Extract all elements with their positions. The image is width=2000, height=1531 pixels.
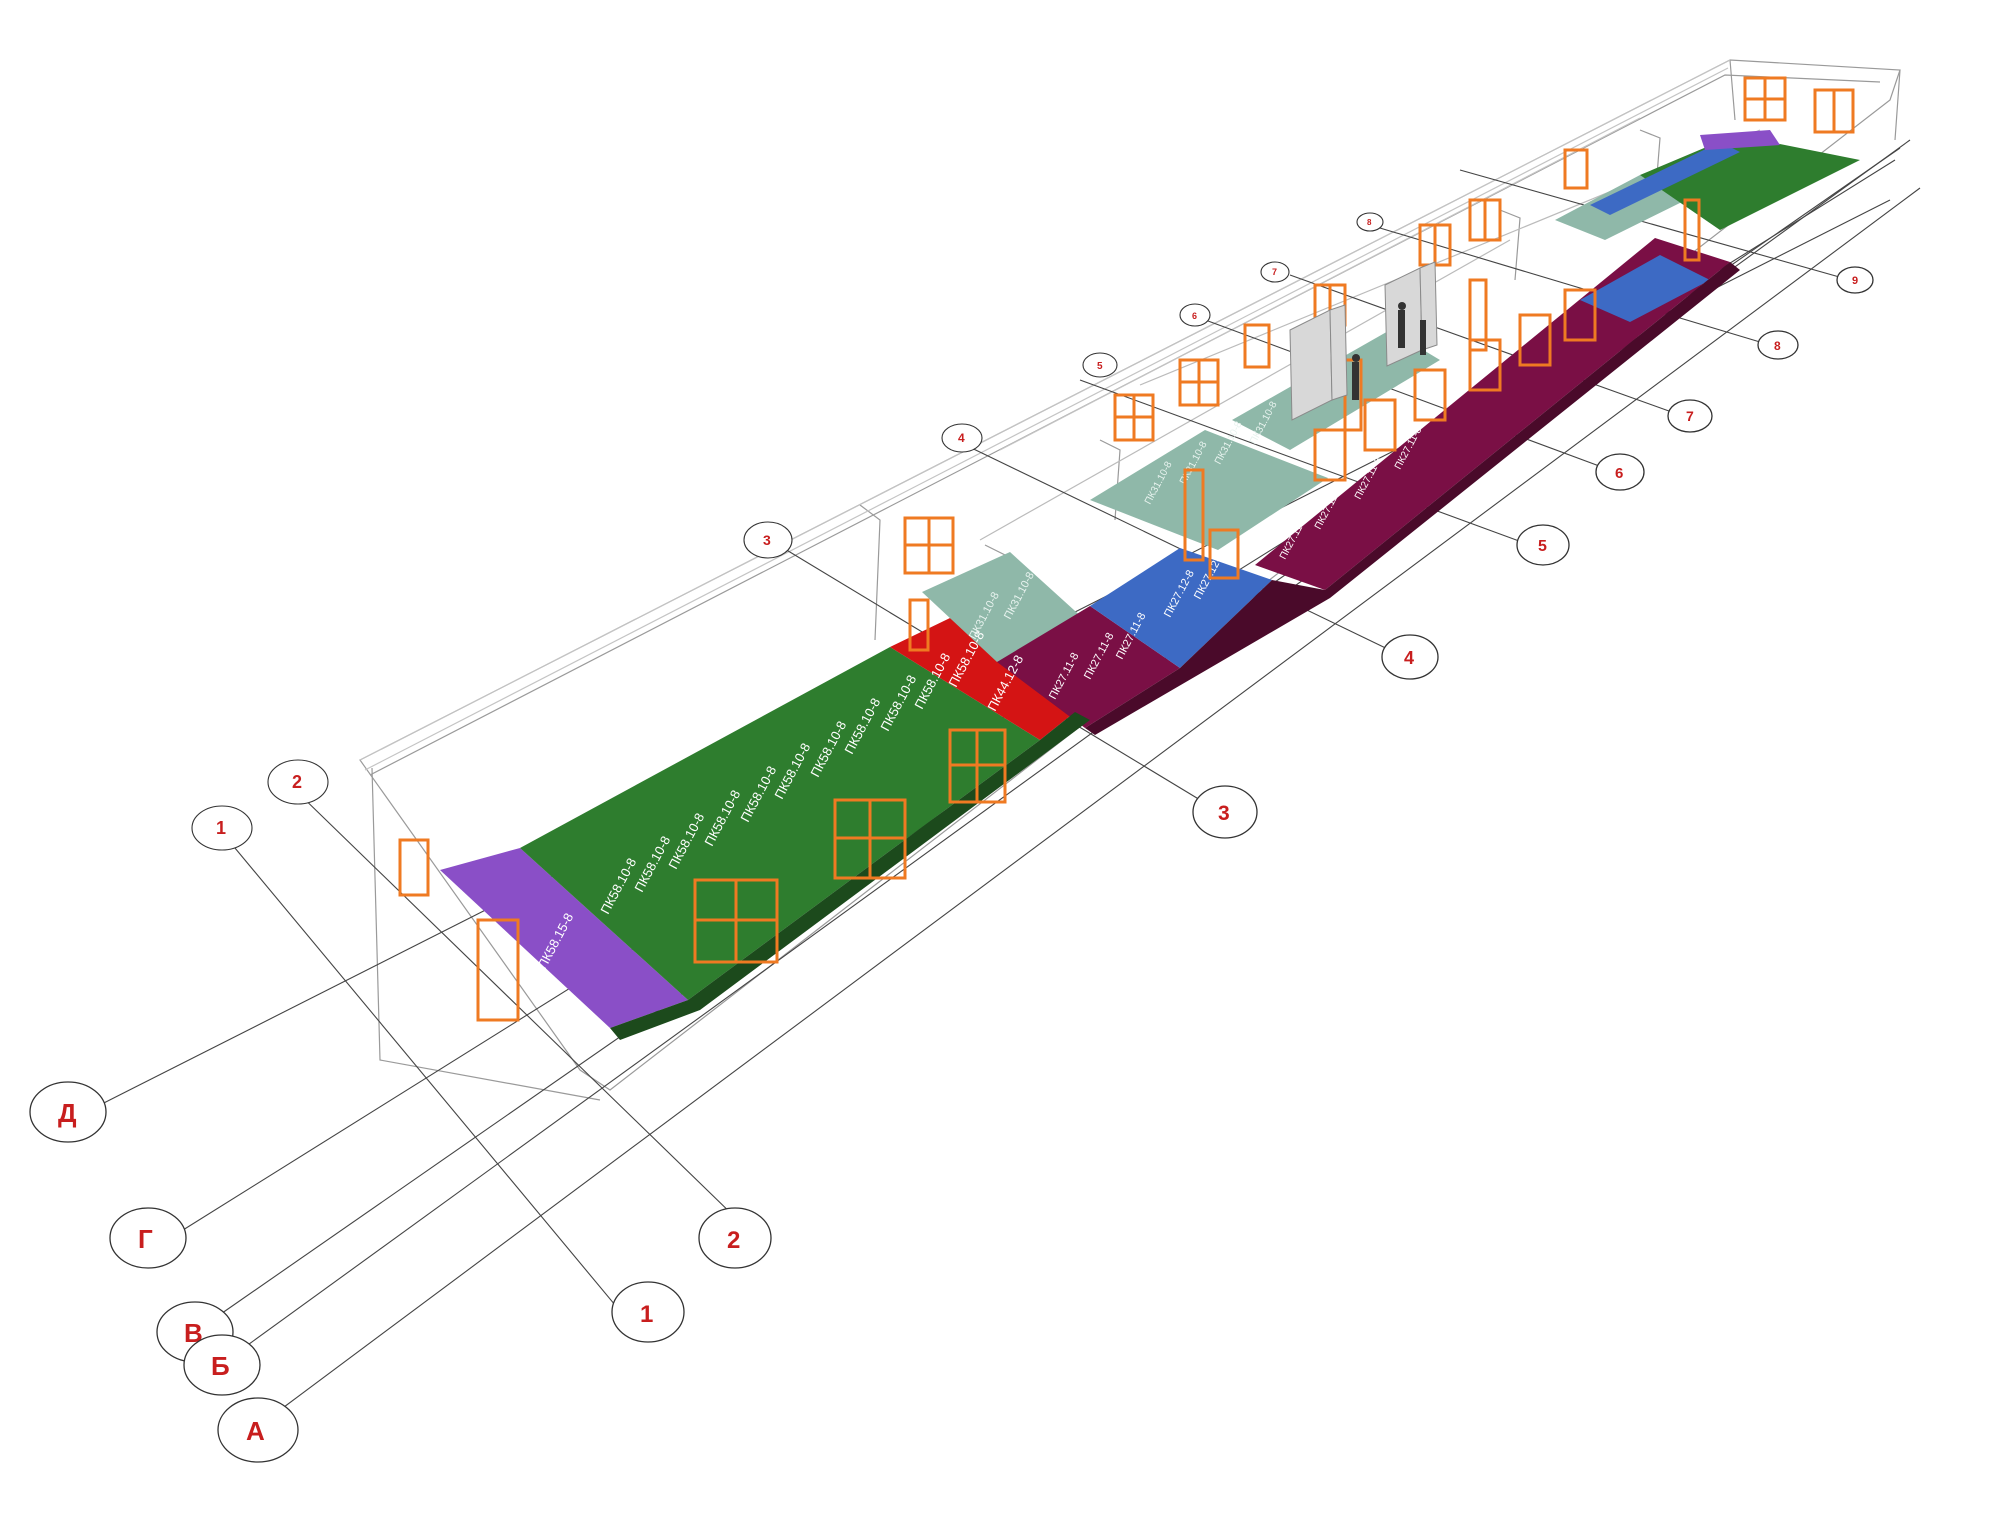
svg-text:8: 8 xyxy=(1367,218,1372,227)
svg-text:3: 3 xyxy=(1218,802,1230,825)
window-icon xyxy=(1208,528,1240,580)
slab-blue-strip xyxy=(1590,142,1740,215)
axis-bubble-5-back: 5 xyxy=(1082,352,1118,378)
window-icon xyxy=(476,918,520,1022)
svg-text:6: 6 xyxy=(1192,311,1197,321)
axis-number-bubbles-back: 1 2 3 4 5 6 7 8 xyxy=(191,212,1384,851)
svg-text:8: 8 xyxy=(1774,339,1781,353)
axis-bubble-9: 9 xyxy=(1836,266,1874,294)
window-icon xyxy=(1518,313,1552,367)
window-icon xyxy=(693,878,779,964)
axis-bubble-1-back: 1 xyxy=(191,805,253,851)
person-icon xyxy=(1420,320,1426,355)
axis-bubble-а: А xyxy=(217,1397,299,1463)
axis-bubble-г: Г xyxy=(109,1207,187,1269)
svg-text:В: В xyxy=(184,1318,203,1348)
svg-text:4: 4 xyxy=(1404,648,1414,668)
axis-bubble-4: 4 xyxy=(1381,634,1439,680)
window-icon xyxy=(948,728,1007,804)
svg-text:2: 2 xyxy=(292,772,302,792)
window-icon xyxy=(398,838,430,897)
svg-text:4: 4 xyxy=(958,431,965,445)
svg-text:Д: Д xyxy=(58,1098,77,1128)
slab-purple xyxy=(440,848,688,1028)
svg-text:3: 3 xyxy=(763,532,771,548)
window-icon xyxy=(1243,323,1271,369)
axis-bubble-5: 5 xyxy=(1516,524,1570,566)
svg-text:Б: Б xyxy=(211,1351,230,1381)
person-icon xyxy=(1398,302,1406,310)
slab-maroon-a xyxy=(997,606,1180,728)
axis-bubble-2-back: 2 xyxy=(267,759,329,805)
axis-bubble-7: 7 xyxy=(1667,399,1713,433)
slab-green-main xyxy=(520,647,1040,1000)
axis-bubble-8: 8 xyxy=(1757,330,1799,360)
axis-number-bubbles: 1 2 3 4 5 6 7 8 xyxy=(611,266,1874,1343)
svg-text:7: 7 xyxy=(1272,267,1277,277)
axis-bubble-3-back: 3 xyxy=(743,521,793,559)
window-icon xyxy=(1113,393,1155,442)
svg-text:5: 5 xyxy=(1097,361,1103,372)
window-icon xyxy=(1563,148,1589,190)
people-figures xyxy=(1352,302,1426,400)
slab-maroon-b xyxy=(1255,238,1730,590)
svg-text:1: 1 xyxy=(216,818,226,838)
svg-text:6: 6 xyxy=(1615,465,1623,482)
slab-red xyxy=(890,618,1075,740)
window-icon xyxy=(833,798,907,880)
axis-bubble-6: 6 xyxy=(1595,453,1645,491)
door-icon xyxy=(1468,278,1488,352)
svg-text:1: 1 xyxy=(640,1301,653,1328)
restroom-stalls xyxy=(1289,261,1438,421)
slab-blue-b xyxy=(1580,255,1710,322)
axis-bubble-б: Б xyxy=(183,1334,261,1396)
window-icon xyxy=(1743,76,1787,122)
axis-letter-bubbles: Д Г В Б А xyxy=(29,1081,299,1463)
slab-purple-back xyxy=(1700,130,1780,150)
person-icon xyxy=(1352,354,1360,362)
window-icon xyxy=(1413,368,1447,422)
slab-edge xyxy=(610,712,1090,1040)
windows xyxy=(398,76,1855,1022)
window-icon xyxy=(1313,428,1347,482)
window-icon xyxy=(1813,88,1855,134)
svg-text:Г: Г xyxy=(138,1224,153,1254)
axis-bubble-6-back: 6 xyxy=(1179,303,1211,327)
axis-bubble-8-back: 8 xyxy=(1356,212,1384,232)
door-icon xyxy=(1183,468,1205,562)
floor-slabs xyxy=(440,130,1860,1040)
svg-text:5: 5 xyxy=(1538,538,1547,555)
axis-bubble-4-back: 4 xyxy=(941,423,983,453)
window-icon xyxy=(1363,398,1397,452)
svg-text:9: 9 xyxy=(1852,275,1858,287)
axis-bubble-7-back: 7 xyxy=(1260,261,1290,283)
window-icon xyxy=(1178,358,1220,407)
window-icon xyxy=(903,516,955,575)
axis-bubble-3: 3 xyxy=(1192,785,1258,839)
slab-edge-b xyxy=(1085,262,1740,735)
svg-text:7: 7 xyxy=(1686,408,1694,424)
door-icon xyxy=(1683,198,1701,262)
window-icon xyxy=(1468,198,1502,242)
window-icon xyxy=(1563,288,1597,342)
axis-bubble-1: 1 xyxy=(611,1281,685,1343)
person-icon xyxy=(1352,362,1359,400)
person-icon xyxy=(1398,310,1405,348)
door-icon xyxy=(908,598,930,652)
axis-bubble-2: 2 xyxy=(698,1207,772,1269)
axis-bubble-д: Д xyxy=(29,1081,107,1143)
svg-text:2: 2 xyxy=(727,1227,740,1254)
slab-teal-b xyxy=(1090,430,1328,550)
svg-text:А: А xyxy=(246,1416,265,1446)
